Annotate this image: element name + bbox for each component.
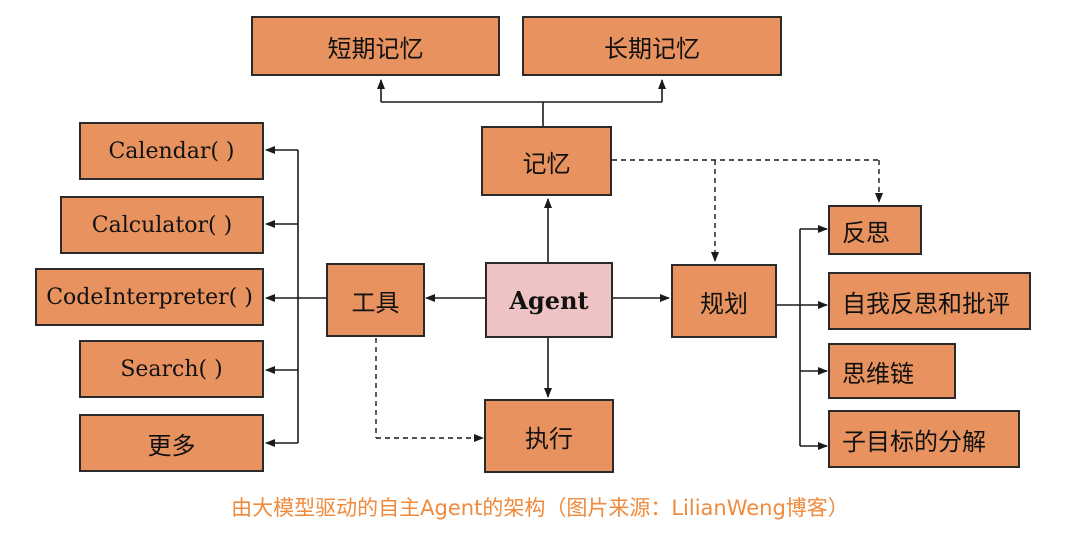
more-node: 更多 (79, 414, 264, 472)
memory-label: 记忆 (522, 149, 571, 178)
planning-node: 规划 (671, 264, 777, 338)
code-interpreter-label: CodeInterpreter( ) (46, 284, 253, 310)
memory-node: 记忆 (481, 126, 612, 196)
search-node: Search( ) (79, 340, 264, 398)
planning-label: 规划 (700, 289, 748, 318)
reflection-node: 反思 (828, 205, 922, 255)
reflection-label: 反思 (842, 218, 890, 247)
more-label: 更多 (147, 431, 196, 460)
chain-of-thought-node: 思维链 (828, 343, 956, 399)
calculator-label: Calculator( ) (91, 212, 233, 238)
tools-label: 工具 (351, 288, 400, 317)
long-term-memory-node: 长期记忆 (522, 16, 782, 76)
long-term-memory-label: 长期记忆 (604, 34, 700, 63)
subgoal-decomposition-node: 子目标的分解 (828, 410, 1020, 468)
short-term-memory-node: 短期记忆 (251, 16, 500, 76)
code-interpreter-node: CodeInterpreter( ) (35, 268, 264, 326)
action-node: 执行 (484, 399, 614, 473)
self-critique-node: 自我反思和批评 (828, 272, 1031, 330)
calendar-node: Calendar( ) (79, 122, 264, 180)
figure-caption: 由大模型驱动的自主Agent的架构（图片来源：LilianWeng博客） (231, 496, 849, 520)
calendar-label: Calendar( ) (108, 138, 235, 164)
self-critique-label: 自我反思和批评 (842, 289, 1010, 318)
chain-of-thought-label: 思维链 (842, 359, 914, 388)
tools-node: 工具 (326, 263, 425, 337)
subgoal-decomposition-label: 子目标的分解 (842, 427, 986, 456)
search-label: Search( ) (120, 356, 223, 382)
calculator-node: Calculator( ) (60, 196, 264, 254)
action-label: 执行 (525, 424, 573, 453)
short-term-memory-label: 短期记忆 (327, 34, 424, 63)
agent-node: Agent (485, 262, 613, 338)
agent-label: Agent (509, 285, 589, 315)
